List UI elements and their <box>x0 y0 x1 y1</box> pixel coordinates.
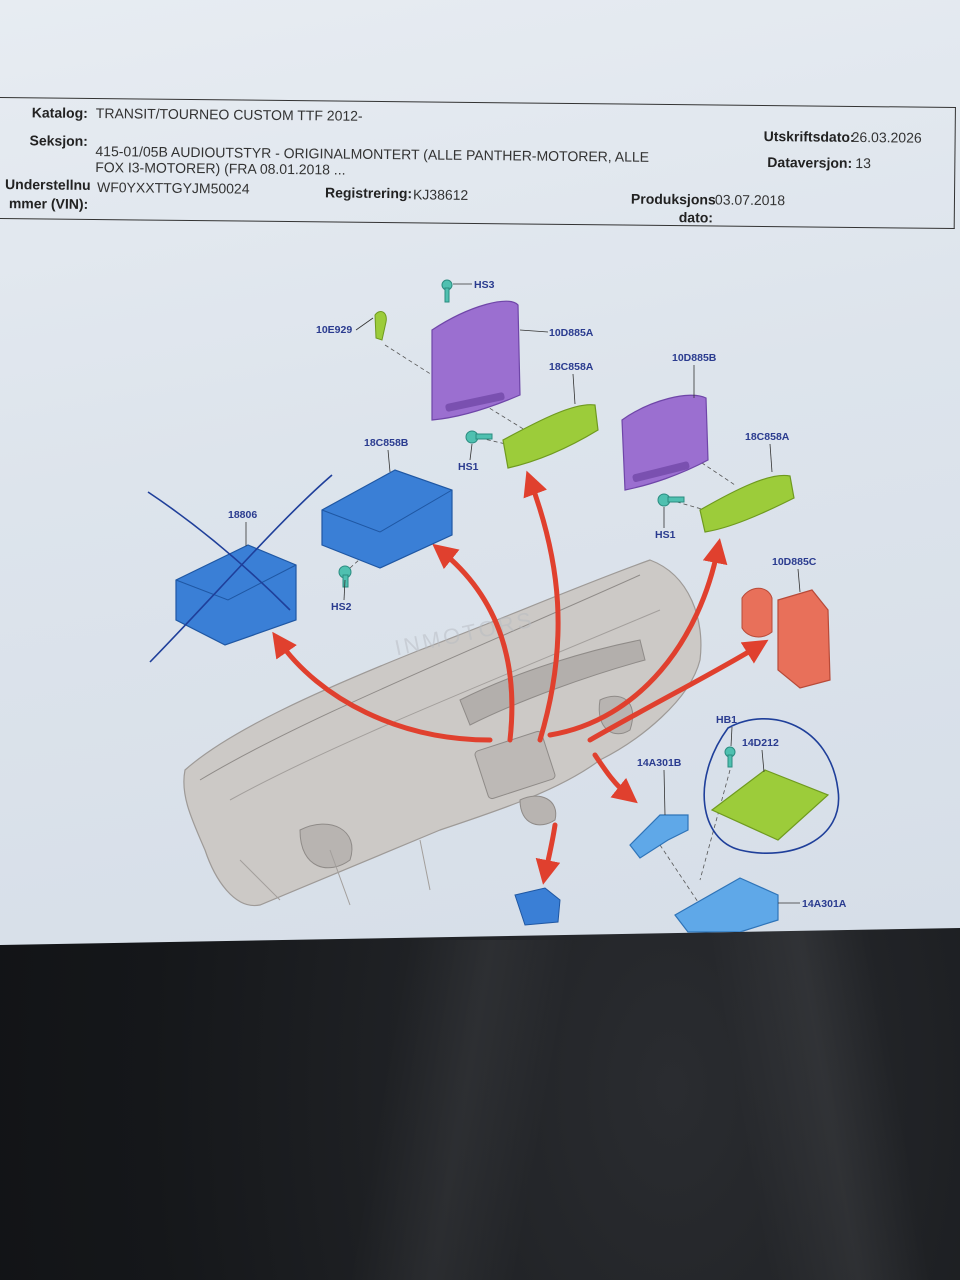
label-14d212: 14D212 <box>742 737 779 749</box>
parts-exploded-diagram: INMOTORS <box>147 279 847 933</box>
part-labels: HS3 10E929 10D885A 18C858A HS1 10D885B 1… <box>228 279 847 910</box>
location-arrows <box>272 470 769 885</box>
module-14d212 <box>710 769 830 841</box>
control-panel-18c858a-right <box>699 474 795 533</box>
control-panel-18c858a-top <box>502 404 599 469</box>
label-14a301b: 14A301B <box>637 757 682 769</box>
dashboard-assembly <box>183 559 702 907</box>
label-hs1-b: HS1 <box>655 529 676 541</box>
label-18c858a-right: 18C858A <box>745 431 790 443</box>
audio-unit-18c858b <box>321 469 453 569</box>
label-18c858b: 18C858B <box>364 437 409 449</box>
label-hb1: HB1 <box>716 714 737 726</box>
printed-sheet: Katalog: TRANSIT/TOURNEO CUSTOM TTF 2012… <box>0 0 960 945</box>
label-10d885c: 10D885C <box>772 556 817 568</box>
pen-markings <box>147 474 840 854</box>
label-18c858a-top: 18C858A <box>549 361 594 373</box>
label-18806: 18806 <box>228 509 257 521</box>
label-hs3: HS3 <box>474 279 495 291</box>
label-10d885b: 10D885B <box>672 352 717 364</box>
bracket-10d885c <box>777 589 831 689</box>
bezel-10d885a <box>431 300 521 421</box>
fabric-fold <box>660 930 960 1280</box>
label-14a301a: 14A301A <box>802 898 847 910</box>
audio-unit-18806 <box>175 544 297 646</box>
clip-10e929 <box>374 311 387 341</box>
bracket-14a301a <box>674 877 779 933</box>
connector-bottom <box>514 887 561 926</box>
label-10e929: 10E929 <box>316 324 352 336</box>
label-hs2: HS2 <box>331 601 352 613</box>
label-hs1-a: HS1 <box>458 461 479 473</box>
fabric-fold <box>240 940 600 1280</box>
bracket-14a301b <box>629 814 689 859</box>
label-10d885a: 10D885A <box>549 327 594 339</box>
